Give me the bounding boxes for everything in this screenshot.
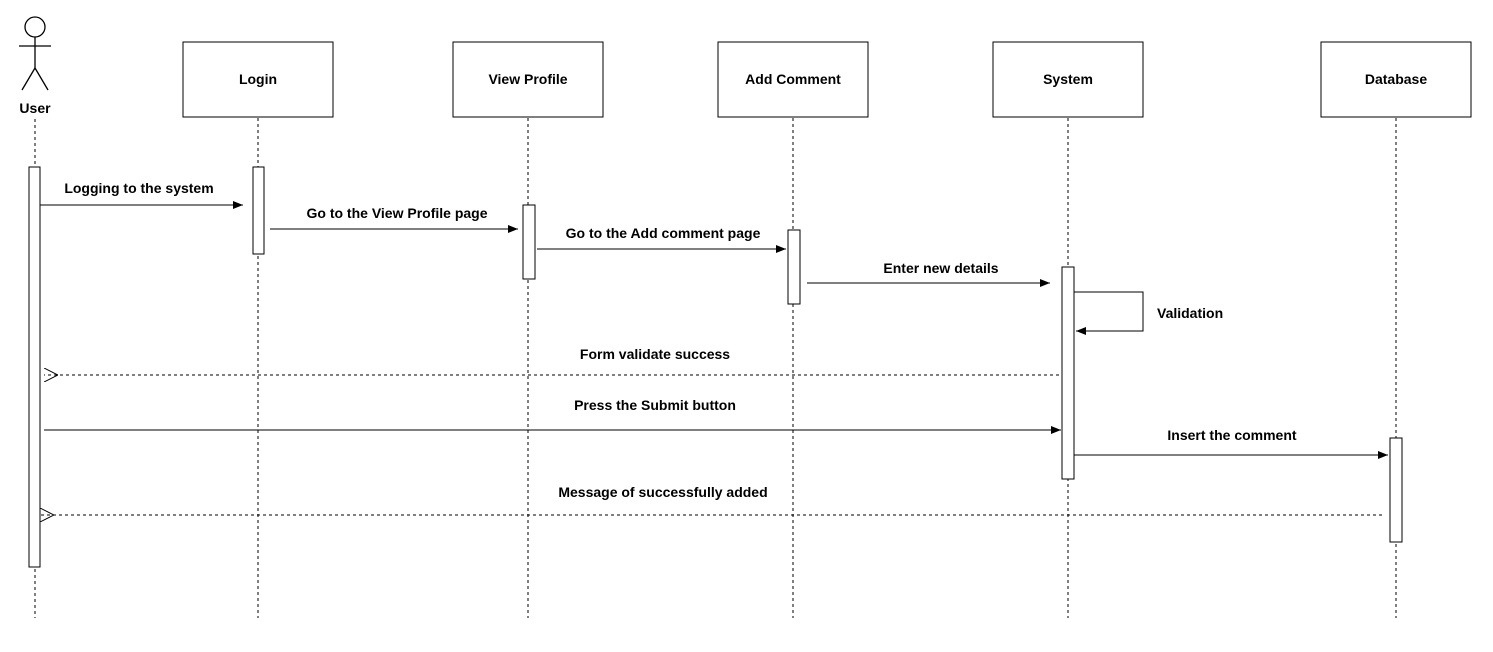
participant-system: System	[992, 41, 1144, 118]
participant-add-comment: Add Comment	[717, 41, 869, 118]
activation-database	[1389, 437, 1403, 543]
actor-left-leg	[21, 67, 36, 91]
activation-system	[1061, 266, 1075, 480]
participant-label-add-comment: Add Comment	[745, 71, 841, 87]
activation-user	[28, 166, 41, 568]
message-arrow-validation	[1074, 291, 1144, 335]
participant-box-login	[182, 41, 334, 118]
message-label-enter-details: Enter new details	[883, 260, 998, 276]
activation-login	[252, 166, 265, 255]
message-label-form-validate-success: Form validate success	[580, 346, 730, 362]
message-label-insert-comment: Insert the comment	[1167, 427, 1296, 443]
participant-box-add-comment	[717, 41, 869, 118]
message-label-press-submit: Press the Submit button	[574, 397, 736, 413]
participant-label-system: System	[1043, 71, 1093, 87]
actor-head	[24, 16, 46, 38]
activation-view-profile	[522, 204, 536, 280]
message-label-logging: Logging to the system	[64, 180, 213, 196]
actor-right-leg	[34, 67, 49, 91]
message-label-go-add-comment: Go to the Add comment page	[566, 225, 761, 241]
user-actor: User	[19, 16, 51, 116]
participant-view-profile: View Profile	[452, 41, 604, 118]
participant-database: Database	[1320, 41, 1472, 118]
participant-box-system	[992, 41, 1144, 118]
participant-box-view-profile	[452, 41, 604, 118]
message-label-go-view-profile: Go to the View Profile page	[307, 205, 488, 221]
participant-box-database	[1320, 41, 1472, 118]
participant-label-view-profile: View Profile	[488, 71, 567, 87]
participant-label-database: Database	[1365, 71, 1427, 87]
activation-add-comment	[787, 229, 801, 305]
message-label-validation: Validation	[1157, 305, 1223, 321]
message-label-success-added: Message of successfully added	[558, 484, 767, 500]
participant-label-login: Login	[239, 71, 277, 87]
participant-login: Login	[182, 41, 334, 118]
actor-label: User	[19, 100, 51, 116]
